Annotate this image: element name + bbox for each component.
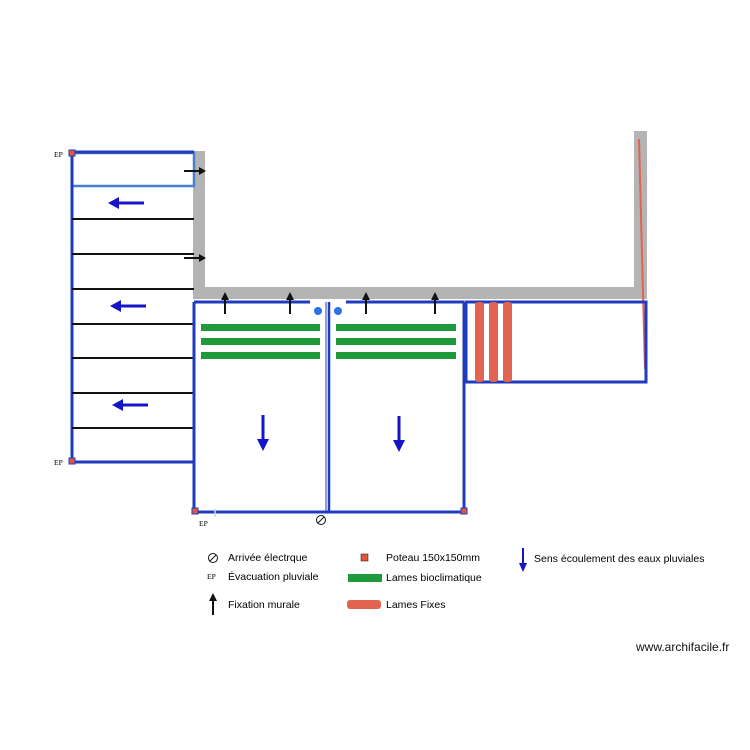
legend-bioclimatic-label: Lames bioclimatique: [386, 572, 482, 584]
flow-arrow-down: [257, 415, 269, 451]
wall-horizontal: [193, 287, 647, 299]
left-pergola-first-bay: [70, 151, 196, 188]
bioclimatic-slat: [336, 324, 456, 331]
flow-arrow-left: [110, 300, 146, 312]
bioclimatic-slat: [336, 352, 456, 359]
legend-fixing-label: Fixation murale: [228, 599, 300, 611]
bioclimatic-slat: [201, 338, 320, 345]
post: [460, 507, 468, 515]
rain-outlet-marker: EP: [199, 519, 208, 528]
wall-fixing-arrow: [184, 167, 206, 175]
flow-arrow-down: [393, 416, 405, 452]
flow-arrow-left: [112, 399, 148, 411]
electric-supply-symbol: [316, 515, 326, 525]
wall-fixing-arrow: [431, 292, 439, 314]
electric-dot: [334, 307, 342, 315]
fixed-slat: [475, 302, 484, 382]
electric-supply-icon: [208, 553, 218, 563]
fixing-arrow-icon: [209, 593, 217, 615]
wall-fixing-arrow: [184, 254, 206, 262]
fixed-slat-icon: [347, 600, 381, 609]
bioclimatic-slat: [201, 324, 320, 331]
post-icon: [360, 553, 369, 562]
post: [68, 457, 76, 465]
flow-arrow-icon: [519, 548, 527, 572]
legend: Arrivée électrque EP Évacuation pluviale…: [207, 548, 704, 615]
credit-text: www.archifacile.fr: [636, 640, 730, 654]
legend-drain-label: Évacuation pluviale: [228, 570, 319, 583]
fixed-slat: [503, 302, 512, 382]
bioclimatic-slat: [201, 352, 320, 359]
fixed-slat: [489, 302, 498, 382]
post: [68, 149, 76, 157]
bioclimatic-slat: [336, 338, 456, 345]
legend-flow-label: Sens écoulement des eaux pluviales: [534, 553, 704, 565]
wall-vertical-left: [193, 151, 205, 298]
fixed-slat-edge: [638, 138, 646, 370]
legend-drain-marker: EP: [207, 572, 216, 581]
wall-fixing-arrow: [221, 292, 229, 314]
electric-dot: [314, 307, 322, 315]
wall-fixing-arrow: [362, 292, 370, 314]
left-pergola: EP EP: [54, 149, 206, 467]
left-pergola-outline: [70, 150, 194, 464]
legend-post-label: Poteau 150x150mm: [386, 552, 480, 564]
wall-fixing-arrow: [286, 292, 294, 314]
right-pergola-outline: [464, 300, 648, 384]
rain-outlet-marker: EP: [54, 458, 63, 467]
legend-electric-label: Arrivée électrque: [228, 552, 308, 564]
flow-arrow-left: [108, 197, 144, 209]
rain-outlet-marker: EP: [54, 150, 63, 159]
main-pergola: EP: [191, 292, 468, 528]
legend-fixed-label: Lames Fixes: [386, 599, 446, 611]
right-pergola: [464, 300, 648, 384]
bioclimatic-slat-icon: [348, 574, 382, 582]
post: [191, 507, 199, 515]
